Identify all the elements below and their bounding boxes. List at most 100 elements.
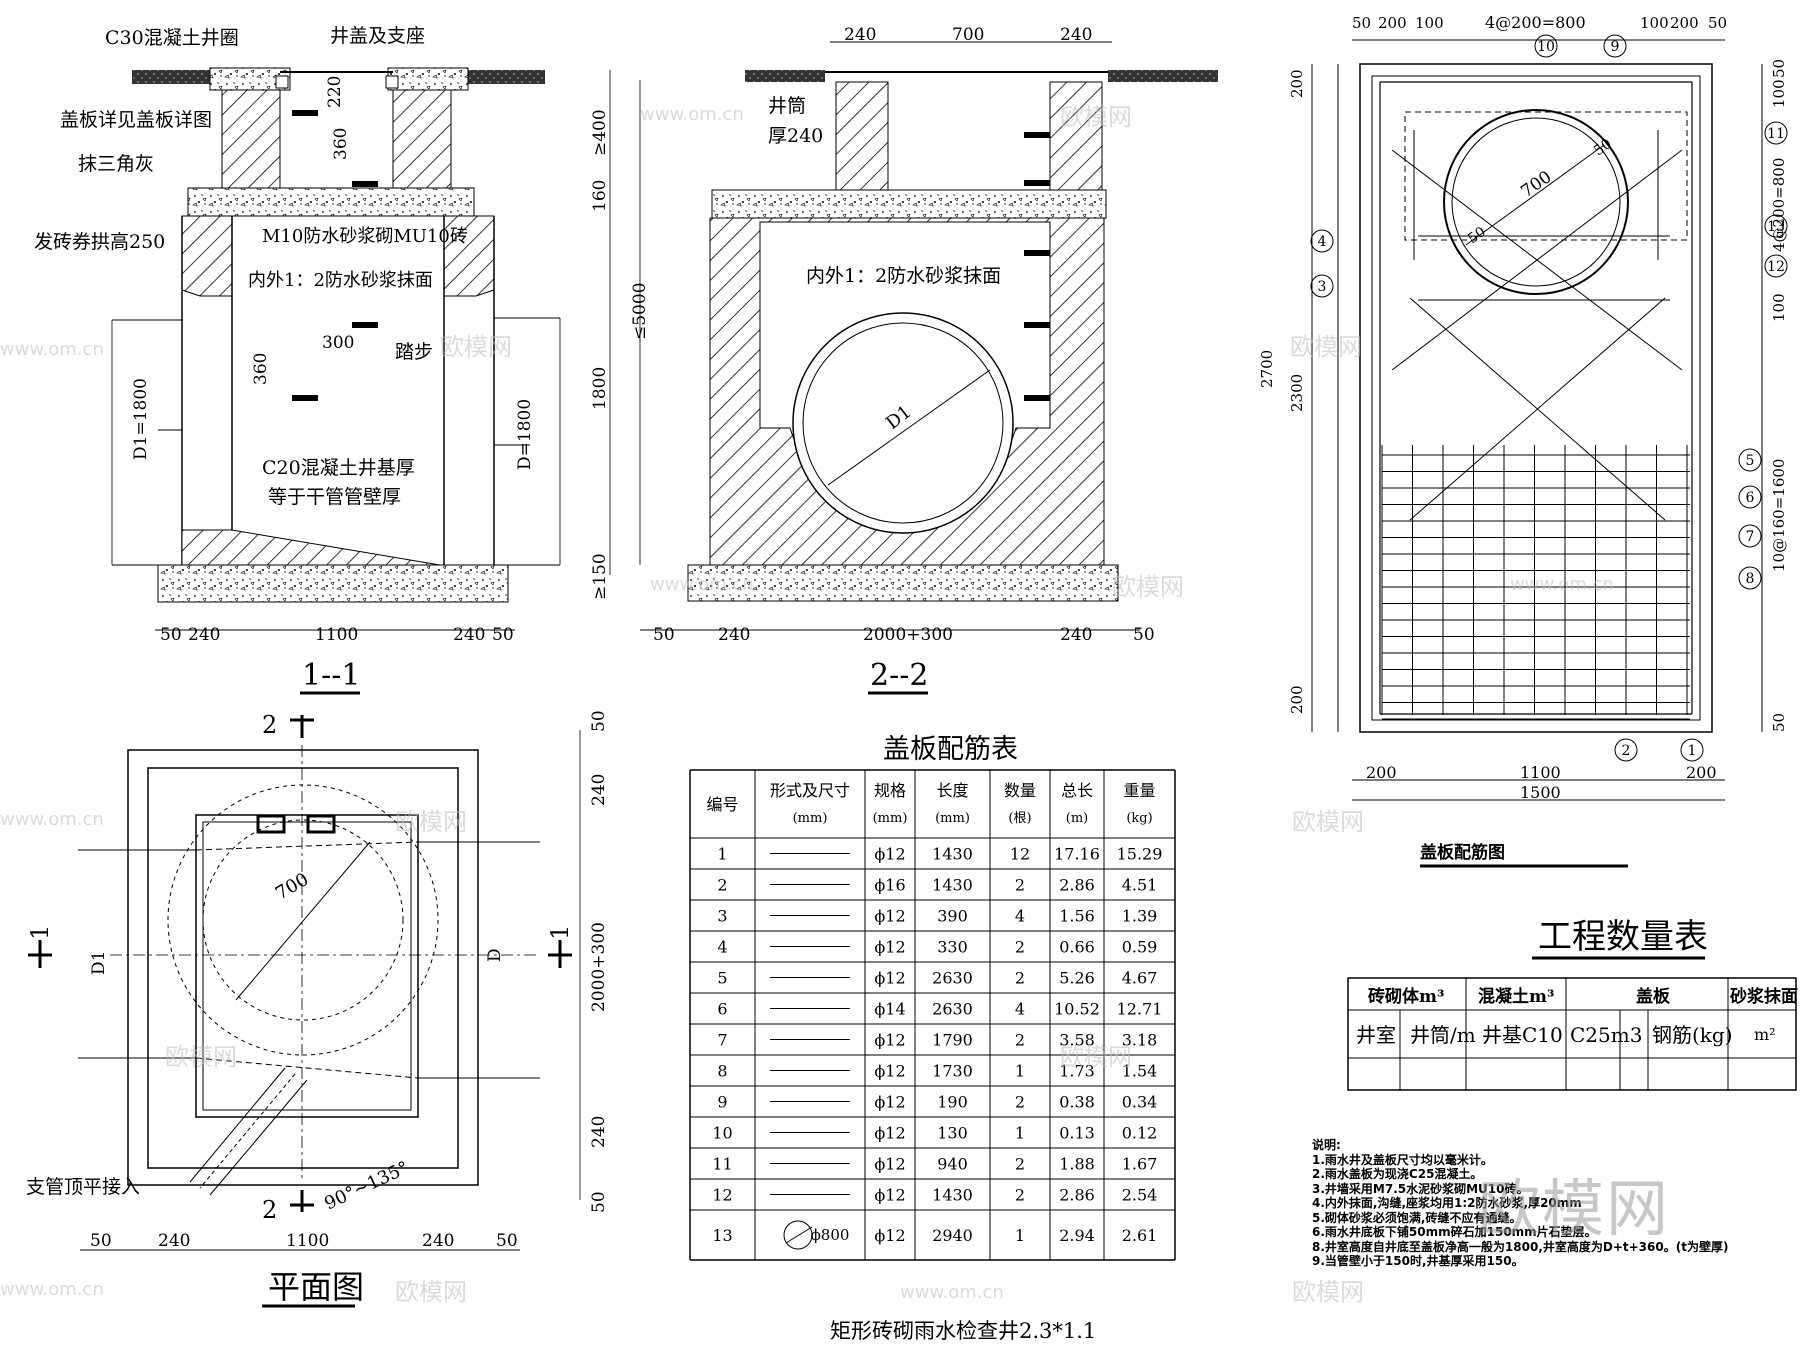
rebar-table-cell: ϕ12: [874, 938, 905, 957]
rp-left-1: 2700: [1258, 350, 1276, 388]
rebar-table-cell: 2: [1015, 1155, 1025, 1174]
rebar-mark-circle: [1764, 214, 1788, 238]
rebar-mark-circle: [1738, 485, 1762, 509]
rebar-table-cell: 5.26: [1059, 969, 1095, 988]
rebar-mark-circle: [1738, 448, 1762, 472]
qt-s3: 井基C10: [1482, 1023, 1563, 1047]
note-item: 4.内外抹面,沟缝,座浆均用1:2防水砂浆,厚20mm: [1312, 1196, 1582, 1210]
dim-d: D=1800: [515, 399, 535, 470]
rebar-mark: 10: [1537, 39, 1555, 55]
rp-bottom-1: 1100: [1520, 763, 1561, 782]
rebar-table-cell: 15.29: [1117, 845, 1163, 864]
dim-v150: ≥150: [590, 553, 610, 600]
rebar-table-header: 重量: [1123, 781, 1155, 800]
note-item: 9.当管壁小于150时,井基厚采用150。: [1312, 1254, 1524, 1268]
rp-bottom-0: 200: [1366, 763, 1397, 782]
rebar-table-cell: 3.18: [1122, 1031, 1158, 1050]
notes-title: 说明:: [1312, 1138, 1341, 1152]
rp-bottom-2: 200: [1686, 763, 1717, 782]
rebar-table-header-unit: (kg): [1126, 811, 1152, 826]
rebar-table-cell: 2.86: [1059, 1186, 1095, 1205]
rebar-table-cell: 5: [717, 969, 727, 988]
dim-v400: ≥400: [590, 109, 610, 156]
dim-b50l: 50: [160, 625, 182, 645]
label-base: C20混凝土井基厚: [262, 457, 415, 479]
rebar-table-cell: 1430: [932, 1186, 973, 1205]
label-branch: 支管顶平接入: [26, 1176, 140, 1198]
rp-top-2: 100: [1415, 14, 1444, 32]
rebar-table-cell: 2: [1015, 1093, 1025, 1112]
section-2-2: [609, 41, 1218, 602]
rebar-table-title: 盖板配筋表: [883, 734, 1018, 765]
quantity-table: [1347, 977, 1797, 1091]
label-cover: 井盖及支座: [330, 25, 425, 47]
plan-d1: D1: [89, 951, 109, 975]
rp-d700: 700: [1517, 167, 1555, 202]
rebar-table-cell: ϕ12: [874, 1186, 905, 1205]
rebar-mark-circle: [1738, 566, 1762, 590]
notes: 说明: 1.雨水井及盖板尺寸均以毫米计。 2.雨水盖板为现浇C25混凝土。 3.…: [1312, 1138, 1792, 1269]
dim-2-b240l: 240: [718, 625, 750, 645]
rebar-table-cell: 4: [1015, 907, 1025, 926]
rebar-table-cell: 2: [1015, 876, 1025, 895]
plan-b50l: 50: [90, 1231, 112, 1251]
dim-220: 220: [325, 76, 345, 108]
note-item: 1.雨水井及盖板尺寸均以毫米计。: [1312, 1152, 1493, 1167]
dim-d1: D1=1800: [131, 378, 151, 460]
rebar-mark: 5: [1746, 453, 1755, 469]
rebar-table-cell: ϕ16: [874, 876, 905, 895]
rebar-table-cell: 2.54: [1122, 1186, 1158, 1205]
rebar-table-header: 总长: [1061, 781, 1093, 800]
rebar-mark: 7: [1746, 529, 1755, 545]
rebar-table-cell: 8: [717, 1062, 727, 1081]
rp-right-4: 10@160=1600: [1770, 459, 1788, 572]
watermark-site: www.om.cn: [0, 1279, 104, 1300]
rebar-table-cell: 12: [1010, 845, 1030, 864]
rebar-mark: 8: [1746, 571, 1755, 587]
watermarks: www.om.cn 欧模网 www.om.cn 欧模网 欧模网 www.om.c…: [0, 103, 1614, 1306]
rebar-table-cell: 1.54: [1122, 1062, 1158, 1081]
rebar-mark-circle: [1310, 274, 1334, 298]
rebar-table-header: 编号: [706, 795, 738, 814]
dim-300: 300: [322, 333, 354, 353]
rebar-table-header: 规格: [874, 781, 906, 800]
rebar-table-cell: 1: [1015, 1062, 1025, 1081]
rebar-table-cell: 2630: [932, 1000, 973, 1019]
rebar-table-cell: 4.67: [1122, 969, 1158, 988]
dim-2-b50r: 50: [1133, 625, 1155, 645]
rp-right-0: 100: [1770, 79, 1788, 108]
rebar-mark-circle: [1764, 121, 1788, 145]
rebar-table-cell: 12.71: [1117, 1000, 1163, 1019]
rebar-table-cell: ϕ12: [874, 1155, 905, 1174]
watermark-brand: 欧模网: [165, 1043, 237, 1071]
dim-b240l: 240: [188, 625, 220, 645]
bottom-dims-1-1: 50 240 1100 240 50: [155, 625, 515, 645]
rebar-mark-circle: [1680, 738, 1704, 762]
plan-view: [28, 715, 581, 1212]
qt-h2: 混凝土m³: [1478, 986, 1554, 1007]
label-angle: 90°~135°: [321, 1157, 412, 1214]
rp-r50a: 50: [1465, 224, 1489, 247]
rp-right-1: 50: [1770, 59, 1788, 78]
watermark-site: www.om.cn: [640, 104, 744, 125]
plan-d700: 700: [272, 869, 312, 904]
rebar-table-cell: 2: [1015, 1186, 1025, 1205]
watermark-brand: 欧模网: [395, 808, 467, 836]
rebar-table-cell: 2630: [932, 969, 973, 988]
rebar-table-cell: 0.59: [1122, 938, 1158, 957]
rebar-mark: 2: [1622, 743, 1631, 759]
rebar-table-cell: ϕ12: [874, 969, 905, 988]
dim-b1100: 1100: [315, 625, 358, 645]
label-masonry: M10防水砂浆砌MU10砖: [262, 226, 468, 247]
rebar-table-cell: 940: [937, 1155, 968, 1174]
rebar-mark-circle: [1614, 738, 1638, 762]
rebar-mark: 6: [1746, 490, 1755, 506]
rebar-table-cell: 2.61: [1122, 1226, 1158, 1245]
rebar-table-cell: 2: [1015, 938, 1025, 957]
dim-2-b240r: 240: [1060, 625, 1092, 645]
rebar-table-header: 长度: [936, 781, 968, 800]
rebar-table-cell: 1.88: [1059, 1155, 1095, 1174]
cut-2-top: 2: [262, 711, 277, 739]
rebar-table-cell: ϕ12: [874, 1226, 905, 1245]
